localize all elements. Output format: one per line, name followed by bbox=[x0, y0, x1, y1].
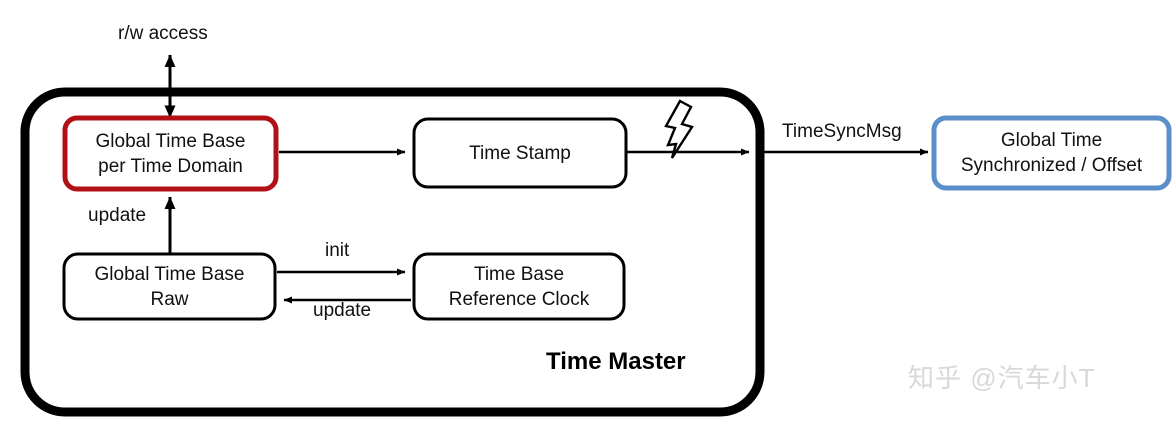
edge-label-update-to-domain: update bbox=[88, 205, 147, 226]
edge-label-timesyncmsg: TimeSyncMsg bbox=[782, 121, 902, 142]
watermark: 知乎 @汽车小T bbox=[908, 363, 1096, 393]
edge-label-rw-access: r/w access bbox=[118, 23, 208, 44]
edge-label-init: init bbox=[325, 240, 350, 261]
time-master-title: Time Master bbox=[546, 348, 686, 375]
node-global-time-base-raw[interactable] bbox=[62, 252, 277, 321]
node-global-time-synchronized-offset[interactable] bbox=[931, 115, 1172, 191]
lightning-bolt-icon bbox=[664, 99, 694, 159]
node-time-stamp[interactable] bbox=[412, 117, 628, 189]
node-time-base-reference-clock[interactable] bbox=[412, 252, 626, 321]
edge-label-update-from-clock: update bbox=[313, 300, 372, 321]
node-global-time-base-per-time-domain[interactable] bbox=[62, 115, 279, 192]
